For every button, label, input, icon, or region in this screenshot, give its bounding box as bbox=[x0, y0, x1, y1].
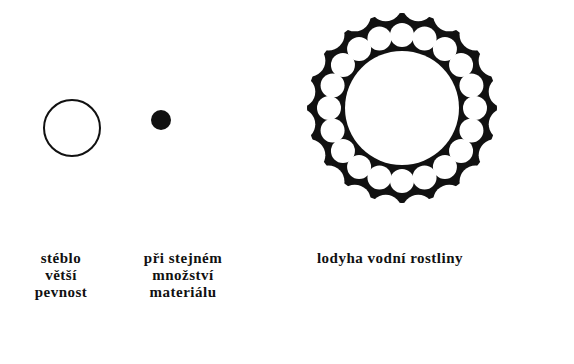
caption-label: lodyha vodní rostliny bbox=[270, 250, 510, 267]
cutout bbox=[312, 18, 344, 50]
cutout bbox=[339, 0, 371, 31]
cutout bbox=[459, 119, 483, 143]
cutout bbox=[345, 51, 459, 165]
cutout bbox=[321, 73, 345, 97]
hollow-stem bbox=[44, 100, 100, 156]
cutout bbox=[449, 53, 473, 77]
cutout bbox=[489, 76, 521, 108]
cutout bbox=[413, 27, 437, 51]
cutout bbox=[317, 96, 341, 120]
cutout bbox=[321, 119, 345, 143]
cutout bbox=[390, 169, 414, 193]
cutout bbox=[460, 18, 492, 50]
cutout bbox=[489, 108, 521, 140]
cutout bbox=[433, 155, 457, 179]
cutout bbox=[433, 0, 465, 31]
cutout bbox=[283, 108, 315, 140]
cutout bbox=[331, 139, 355, 163]
cutout bbox=[347, 37, 371, 61]
cutout bbox=[312, 166, 344, 198]
cutout bbox=[367, 165, 391, 189]
cutout bbox=[293, 45, 325, 77]
caption-label: při stejném množství materiálu bbox=[131, 250, 235, 301]
aquatic-stem-section bbox=[283, 0, 520, 227]
cutout bbox=[293, 139, 325, 171]
caption-label: stéblo větší pevnost bbox=[25, 250, 97, 301]
cutout bbox=[402, 195, 434, 227]
cutout bbox=[460, 166, 492, 198]
cutout bbox=[370, 0, 402, 21]
cutout bbox=[463, 96, 487, 120]
cutout bbox=[413, 165, 437, 189]
cutout bbox=[367, 27, 391, 51]
solid-stem bbox=[151, 110, 171, 130]
cutout bbox=[459, 73, 483, 97]
cutout bbox=[402, 0, 434, 21]
cutout bbox=[339, 185, 371, 217]
cutout bbox=[283, 76, 315, 108]
cutout bbox=[370, 195, 402, 227]
cutout bbox=[390, 23, 414, 47]
cutout bbox=[433, 185, 465, 217]
cutout bbox=[479, 139, 511, 171]
cutout bbox=[479, 45, 511, 77]
